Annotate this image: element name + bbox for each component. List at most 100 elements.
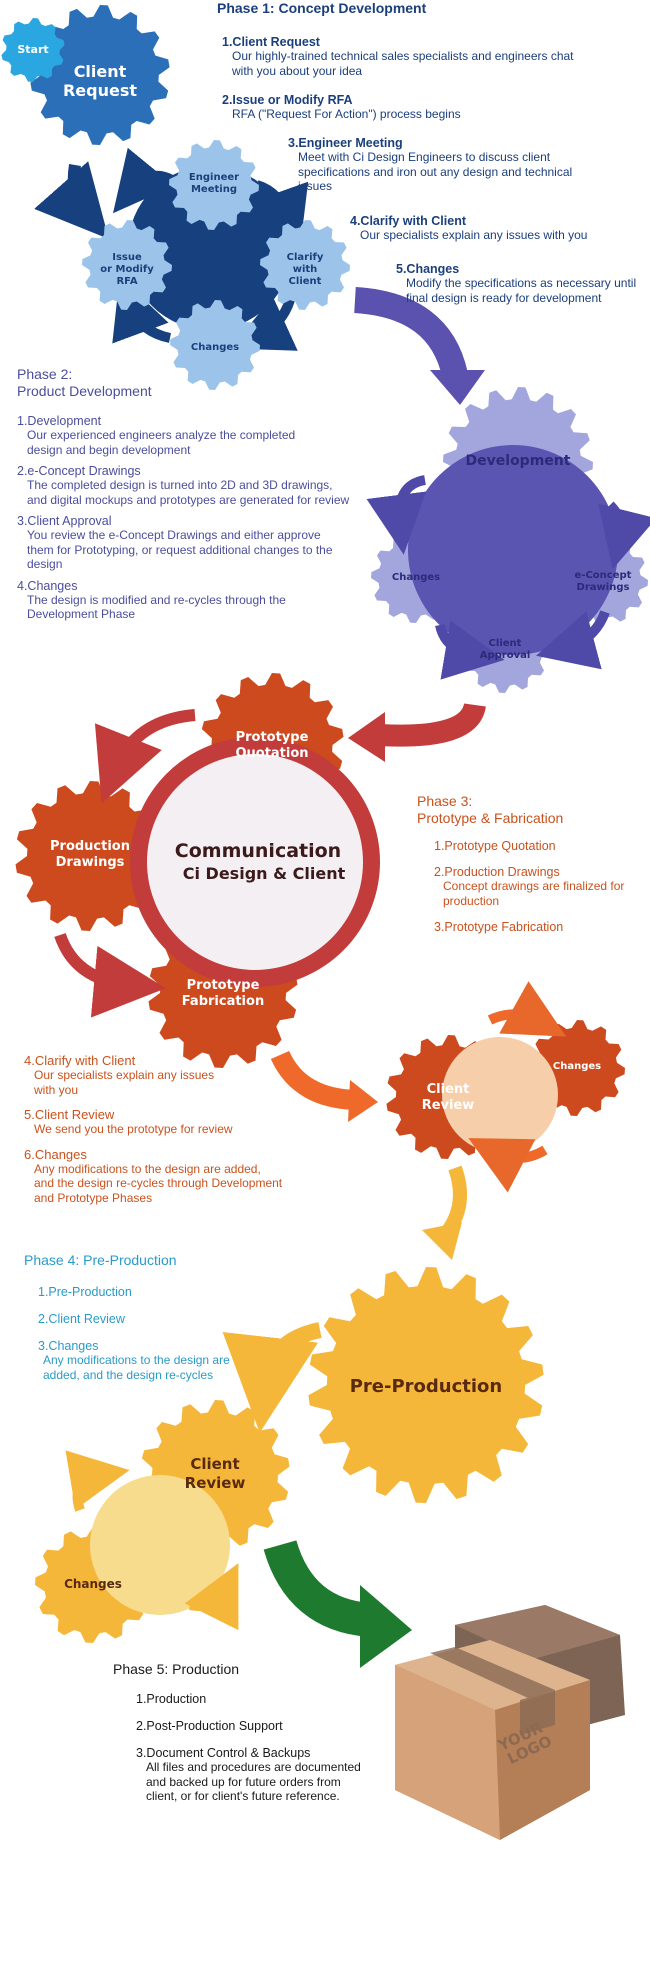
- issue-rfa-line1: Issue: [112, 252, 142, 263]
- engineer-meeting-line1: Engineer: [189, 172, 239, 183]
- issue-rfa-gear-icon: [82, 220, 172, 310]
- phase3-item-3: 3.Prototype Fabrication: [434, 920, 564, 934]
- phase1-item-3: 3.Engineer Meeting Meet with Ci Design E…: [288, 136, 573, 193]
- cycle-arrow: [112, 147, 175, 214]
- phase3-review-cloud: [442, 1037, 558, 1153]
- phase2-item-4: 4.Changes The design is modified and re-…: [17, 578, 286, 622]
- engineer-meeting-line2: Meeting: [191, 184, 237, 195]
- prototype-quotation-line2: Quotation: [235, 746, 308, 761]
- cycle-arrow: [598, 501, 650, 570]
- production-drawings-line1: Production: [50, 839, 130, 854]
- phase5-item-2: 2.Post-Production Support: [136, 1719, 283, 1733]
- prototype-fabrication-line2: Fabrication: [182, 994, 264, 1009]
- cycle-arrow: [366, 475, 427, 555]
- client-request-gear-icon: [30, 5, 170, 145]
- phase4-item-1: 1.Pre-Production: [38, 1285, 132, 1299]
- phase-transition-arrow-1: [353, 287, 468, 379]
- cycle-arrow: [536, 610, 610, 670]
- phase3-text: Phase 3: Prototype & Fabrication 1.Proto…: [417, 793, 642, 934]
- phase1-text: Phase 1: Concept Development: [217, 0, 637, 17]
- client-review-4-line1: Client: [190, 1455, 239, 1473]
- cycle-arrow: [112, 276, 172, 344]
- start-label: Start: [17, 43, 48, 56]
- client-review-3-line1: Client: [427, 1082, 470, 1097]
- issue-rfa-line2: or Modify: [100, 264, 154, 275]
- phase5-item-1: 1.Production: [136, 1692, 207, 1706]
- arrow-head: [430, 370, 485, 405]
- production-drawings-gear-icon: [15, 781, 165, 931]
- phase3-item-2: 2.Production Drawings Concept drawings a…: [434, 865, 625, 908]
- phase4-text: Phase 4: Pre-Production 1.Pre-Production…: [24, 1252, 264, 1382]
- phase4-item-3: 3.Changes Any modifications to the desig…: [38, 1339, 230, 1382]
- changes-3-label: Changes: [553, 1061, 601, 1072]
- phase3-ring: [130, 737, 380, 987]
- issue-rfa-line3: RFA: [116, 276, 137, 287]
- phase5-item-3: 3.Document Control & Backups All files a…: [136, 1746, 361, 1803]
- communication-circle: [147, 754, 363, 970]
- changes-4-label: Changes: [64, 1577, 122, 1591]
- phase2-item-3: 3.Client Approval You review the e-Conce…: [17, 514, 333, 571]
- arrow-head: [360, 1585, 412, 1668]
- phase-transition-arrow-2: [379, 702, 486, 747]
- start-gear-icon: [1, 18, 65, 82]
- arrow-head: [348, 712, 385, 762]
- pre-production-gear-icon: [308, 1267, 544, 1503]
- flow-arrow: [34, 161, 109, 240]
- phase2-title: Phase 2:: [17, 366, 73, 382]
- phase1-item-1: 1.Client Request Our highly-trained tech…: [222, 35, 574, 78]
- phase3-title: Phase 3:: [417, 793, 473, 809]
- phase3-item-1: 1.Prototype Quotation: [434, 839, 556, 853]
- phase-transition-arrow-4: [263, 1539, 372, 1637]
- client-approval-line1: Client: [489, 638, 522, 649]
- phase2-subtitle: Product Development: [17, 383, 152, 399]
- econcept-line2: Drawings: [577, 582, 630, 593]
- communication-subtitle: Ci Design & Client: [183, 864, 346, 883]
- clarify-line2: with: [293, 264, 318, 275]
- box-icon: YOUR LOGO: [395, 1605, 625, 1840]
- phase5-title: Phase 5: Production: [113, 1661, 240, 1677]
- client-review-3-line2: Review: [422, 1098, 475, 1113]
- phase3-item-5: 5.Client Review We send you the prototyp…: [24, 1107, 233, 1136]
- phase1-item-4: 4.Clarify with Client Our specialists ex…: [350, 214, 588, 242]
- changes-2-label: Changes: [392, 572, 440, 583]
- phase4-item-2: 2.Client Review: [38, 1312, 125, 1326]
- phase3-item-6: 6.Changes Any modifications to the desig…: [24, 1146, 283, 1205]
- phase3-subtitle: Prototype & Fabrication: [417, 810, 564, 826]
- client-request-line2: Request: [63, 81, 137, 100]
- phase1-item-2: 2.Issue or Modify RFA RFA ("Request For …: [222, 93, 461, 121]
- cycle-arrow: [251, 180, 309, 249]
- arrow-head: [422, 1222, 462, 1260]
- prototype-quotation-line1: Prototype: [236, 730, 309, 745]
- econcept-line1: e-Concept: [575, 570, 632, 581]
- phase4-review-cloud: [90, 1475, 230, 1615]
- changes-1-label: Changes: [191, 342, 239, 353]
- clarify-gear-icon: [260, 220, 350, 310]
- engineer-meeting-gear-icon: [169, 140, 259, 230]
- changes-1-gear-icon: [170, 300, 260, 390]
- phase2-item-1: 1.Development Our experienced engineers …: [17, 414, 296, 457]
- flow-arrow-orange: [270, 1050, 361, 1110]
- cycle-arrow: [65, 1450, 130, 1512]
- phase2-hub: [408, 445, 618, 655]
- client-approval-line2: Approval: [480, 650, 531, 661]
- phase4-title: Phase 4: Pre-Production: [24, 1252, 177, 1268]
- phase5-text: Phase 5: Production 1.Production 2.Post-…: [113, 1661, 383, 1804]
- cycle-arrow: [54, 932, 166, 1018]
- client-request-line1: Client: [74, 62, 127, 81]
- phase1-item-5: 5.Changes Modify the specifications as n…: [396, 262, 637, 305]
- cycle-arrow: [94, 709, 196, 804]
- production-drawings-line2: Drawings: [56, 855, 125, 870]
- cycle-arrow: [468, 1138, 548, 1193]
- cycle-arrow: [222, 1322, 322, 1433]
- arrow-head: [348, 1080, 378, 1122]
